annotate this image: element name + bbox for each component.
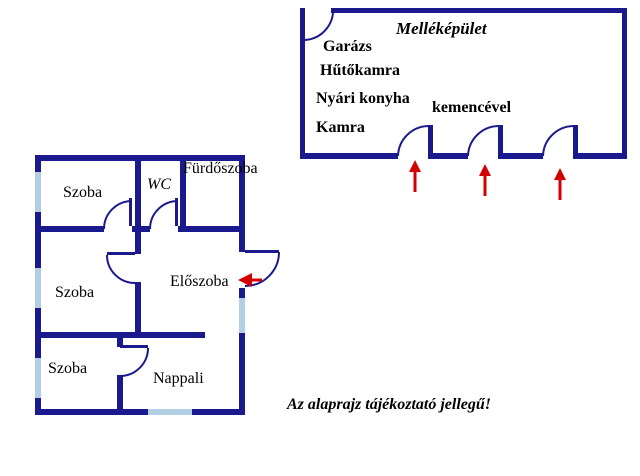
door-arc <box>467 124 501 157</box>
wall <box>135 155 141 232</box>
outbuilding-door-arcs <box>304 7 576 157</box>
window <box>35 268 41 308</box>
wall <box>35 155 41 172</box>
window <box>35 358 41 398</box>
room-label-szoba-middle: Szoba <box>55 284 95 301</box>
wall <box>300 8 305 159</box>
room-label-wc: WC <box>147 176 171 193</box>
room-label-kemencevel: kemencével <box>432 99 512 116</box>
door-leaf <box>129 198 132 226</box>
wall <box>428 153 468 159</box>
wall <box>35 332 205 338</box>
door-leaf <box>120 345 148 348</box>
door-arc <box>103 200 133 230</box>
wall <box>135 232 141 254</box>
room-label-nappali: Nappali <box>153 370 204 387</box>
room-label-szoba-top: Szoba <box>63 184 103 201</box>
wall <box>239 333 245 415</box>
wall <box>573 153 627 159</box>
door-leaf <box>175 198 178 226</box>
wall <box>180 155 186 232</box>
wall <box>239 288 245 298</box>
house-door-arcs <box>103 200 280 377</box>
up-arrow-icon <box>479 164 491 196</box>
wall <box>35 212 41 268</box>
outbuilding-title: Melléképület <box>396 19 487 38</box>
window <box>239 298 245 333</box>
wall <box>192 409 245 415</box>
wall <box>178 226 245 232</box>
wall <box>117 338 123 347</box>
left-arrow-icon <box>238 273 262 287</box>
door-arc <box>149 200 179 230</box>
wall <box>300 153 398 159</box>
door-leaf <box>573 125 578 153</box>
window <box>148 409 192 415</box>
door-arc <box>304 7 335 41</box>
outbuilding-walls <box>300 8 627 159</box>
wall <box>35 409 148 415</box>
wall <box>498 153 543 159</box>
door-leaf <box>107 252 135 255</box>
room-label-kamra: Kamra <box>316 119 365 136</box>
door-leaf <box>428 125 433 153</box>
door-arc <box>542 124 576 157</box>
door-arc <box>106 254 136 284</box>
room-label-garazs: Garázs <box>323 38 372 55</box>
disclaimer-note: Az alaprajz tájékoztató jellegű! <box>287 396 492 413</box>
window <box>35 172 41 212</box>
room-label-szoba-bottom: Szoba <box>48 360 88 377</box>
wall <box>331 8 627 13</box>
room-label-nyari-konyha: Nyári konyha <box>316 90 410 107</box>
wall <box>117 375 123 415</box>
door-leaf <box>498 125 503 153</box>
house-windows <box>35 172 245 415</box>
door-leaf <box>245 250 279 253</box>
room-label-eloszoba: Előszoba <box>170 273 229 290</box>
wall <box>35 398 41 415</box>
door-arc <box>119 347 149 377</box>
entrance-arrows <box>238 160 566 287</box>
door-arc <box>397 124 431 157</box>
room-label-furdoszoba: Fürdőszoba <box>183 160 258 177</box>
wall <box>239 155 245 252</box>
house-walls <box>35 155 279 415</box>
wall <box>622 8 627 159</box>
wall <box>135 282 141 338</box>
up-arrow-icon <box>554 168 566 200</box>
wall <box>35 226 104 232</box>
up-arrow-icon <box>409 160 421 192</box>
room-label-hutokamra: Hűtőkamra <box>320 62 400 79</box>
